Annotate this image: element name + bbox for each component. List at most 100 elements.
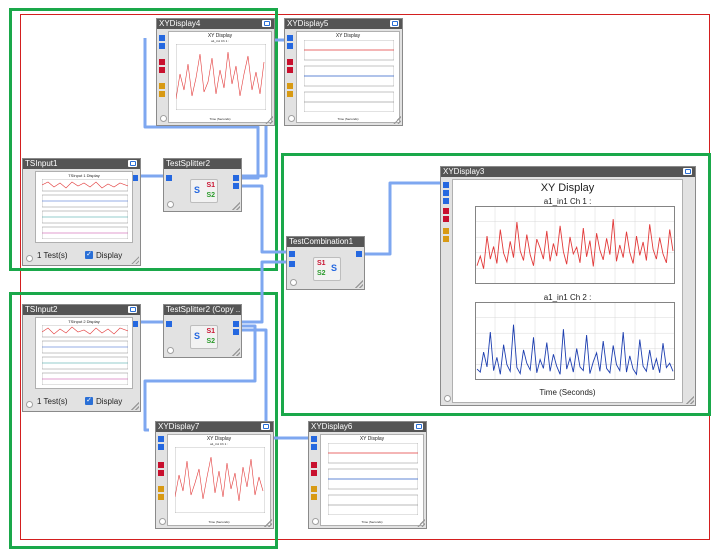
x-axis-label: Time (Seconds) [337, 117, 359, 121]
plot-ch1 [475, 206, 675, 284]
output-port[interactable] [233, 175, 239, 181]
input-port[interactable] [287, 35, 293, 41]
node-title: XYDisplay4 [157, 19, 274, 29]
display-label: Display [96, 251, 123, 260]
resize-handle[interactable] [417, 519, 425, 527]
xydisplay3-node[interactable]: XYDisplay3 XY Display a1_in1 Ch 1 : a1_i… [440, 166, 696, 406]
group-frame-right [281, 153, 711, 416]
input-port[interactable] [158, 486, 164, 492]
window-toggle-icon[interactable] [390, 20, 399, 27]
input-port[interactable] [159, 67, 165, 73]
input-port[interactable] [443, 208, 449, 214]
testsplitter2-copy-node[interactable]: TestSplitter2 (Copy ... S S1 S2 [163, 304, 242, 358]
chart-title: XY Display [359, 436, 385, 442]
x-axis-label: Time (Seconds) [361, 520, 383, 524]
input-port[interactable] [311, 462, 317, 468]
input-port[interactable] [443, 236, 449, 242]
input-port[interactable] [287, 59, 293, 65]
status-dot [444, 395, 451, 402]
x-axis-label: Time (Seconds) [208, 520, 230, 524]
output-port[interactable] [233, 329, 239, 335]
node-title: TestSplitter2 (Copy ... [164, 305, 241, 315]
input-port[interactable] [287, 91, 293, 97]
status-dot [288, 115, 295, 122]
input-port[interactable] [311, 486, 317, 492]
group-frame-bottom [9, 292, 278, 549]
output-port[interactable] [132, 321, 138, 327]
resize-handle[interactable] [265, 116, 273, 124]
line-series-preview [175, 447, 265, 513]
chart-title: XY Display [335, 33, 361, 39]
display-checkbox[interactable]: ✓ [85, 251, 93, 259]
chart-title: XY Display [206, 436, 232, 442]
input-port[interactable] [159, 91, 165, 97]
resize-handle[interactable] [393, 116, 401, 124]
input-port[interactable] [166, 321, 172, 327]
status-dot [167, 201, 174, 208]
window-toggle-icon[interactable] [414, 423, 423, 430]
input-port[interactable] [443, 216, 449, 222]
chart-preview: XY Display Time (Seconds) [296, 31, 400, 123]
window-toggle-icon[interactable] [128, 306, 137, 313]
resize-handle[interactable] [264, 519, 272, 527]
input-port[interactable] [287, 43, 293, 49]
xydisplay4-node[interactable]: XYDisplay4 XY Display a1_in1 Ch 1 : Time… [156, 18, 275, 126]
output-port[interactable] [233, 321, 239, 327]
input-port[interactable] [287, 67, 293, 73]
stacked-series-preview [42, 179, 128, 239]
input-port[interactable] [311, 494, 317, 500]
input-port[interactable] [158, 436, 164, 442]
input-port[interactable] [159, 83, 165, 89]
test-count: 1 Test(s) [37, 251, 68, 260]
xydisplay5-node[interactable]: XYDisplay5 XY Display Time (Seconds) [284, 18, 403, 126]
testsplitter2-node[interactable]: TestSplitter2 S S1 S2 [163, 158, 242, 212]
stacked-series-preview [304, 40, 394, 112]
input-port[interactable] [289, 251, 295, 257]
input-port[interactable] [287, 83, 293, 89]
testcombination1-node[interactable]: TestCombination1 S1 S2 S [286, 236, 365, 290]
xydisplay7-node[interactable]: XYDisplay7 XY Display a1_in1 Ch 1 : Time… [155, 421, 274, 529]
stacked-series-preview [328, 443, 418, 515]
input-port[interactable] [159, 59, 165, 65]
tsinput1-node[interactable]: TSInput1 TSInput 1 Display 1 Test(s) ✓ D… [22, 158, 141, 266]
input-port[interactable] [159, 35, 165, 41]
group-frame-top [9, 8, 278, 271]
resize-handle[interactable] [232, 348, 240, 356]
input-port[interactable] [158, 494, 164, 500]
output-port[interactable] [233, 183, 239, 189]
resize-handle[interactable] [232, 202, 240, 210]
node-title: XYDisplay7 [156, 422, 273, 432]
input-port[interactable] [443, 228, 449, 234]
status-dot [167, 347, 174, 354]
input-port[interactable] [158, 462, 164, 468]
chart-subtitle: a1_in1 Ch 1 : [210, 442, 228, 446]
display-checkbox[interactable]: ✓ [85, 397, 93, 405]
input-port[interactable] [311, 436, 317, 442]
input-port[interactable] [443, 182, 449, 188]
output-port[interactable] [132, 175, 138, 181]
tsinput2-node[interactable]: TSInput2 TSInput 2 Display 1 Test(s) ✓ D… [22, 304, 141, 412]
input-port[interactable] [159, 43, 165, 49]
preview-title: TSInput 1 Display [68, 173, 100, 178]
xy-display-panel: XY Display a1_in1 Ch 1 : a1_in1 Ch 2 : T… [452, 179, 683, 403]
input-port[interactable] [311, 444, 317, 450]
input-port[interactable] [158, 444, 164, 450]
input-port[interactable] [289, 261, 295, 267]
resize-handle[interactable] [131, 402, 139, 410]
xydisplay6-node[interactable]: XYDisplay6 XY Display Time (Seconds) [308, 421, 427, 529]
input-port[interactable] [443, 190, 449, 196]
window-toggle-icon[interactable] [128, 160, 137, 167]
window-toggle-icon[interactable] [261, 423, 270, 430]
input-port[interactable] [158, 470, 164, 476]
resize-handle[interactable] [686, 396, 694, 404]
input-port[interactable] [166, 175, 172, 181]
input-port[interactable] [443, 198, 449, 204]
window-toggle-icon[interactable] [262, 20, 271, 27]
series-line [476, 324, 674, 376]
x-axis-label: Time (Seconds) [209, 117, 231, 121]
window-toggle-icon[interactable] [683, 168, 692, 175]
resize-handle[interactable] [355, 280, 363, 288]
output-port[interactable] [356, 251, 362, 257]
resize-handle[interactable] [131, 256, 139, 264]
input-port[interactable] [311, 470, 317, 476]
